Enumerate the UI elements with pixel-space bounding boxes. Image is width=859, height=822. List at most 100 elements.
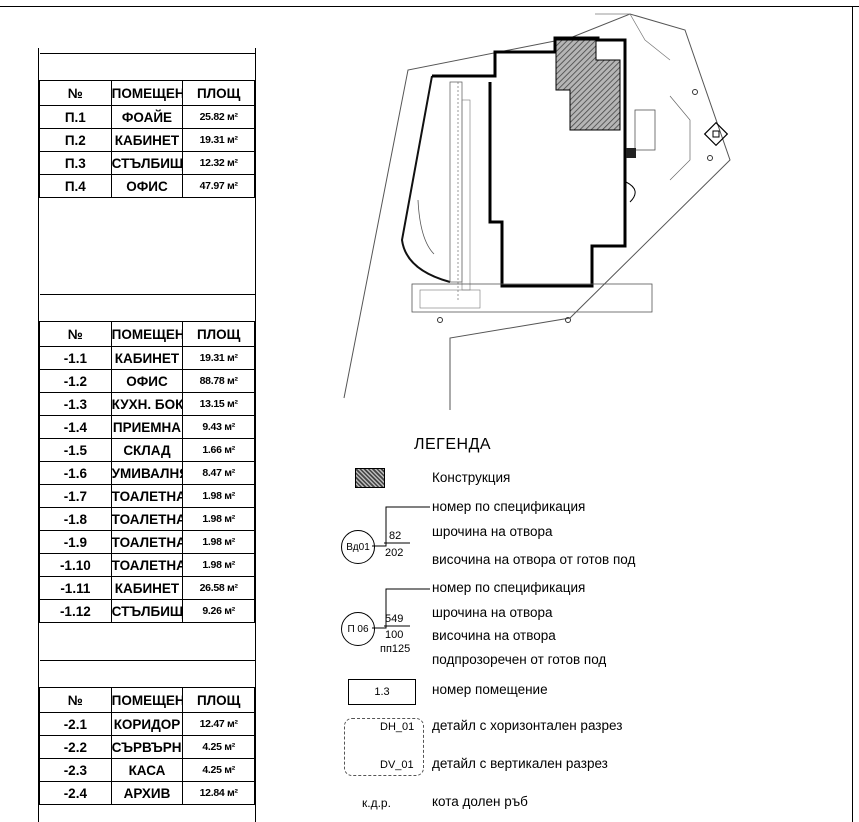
detail-box (344, 718, 424, 776)
room-number-cell: -2.2 (39, 735, 112, 759)
sheet-right-border (852, 6, 853, 822)
table-title-blank (39, 660, 255, 688)
window-height-value: 100 (385, 629, 404, 641)
col-area-header: ПЛОЩ (182, 321, 255, 347)
room-area-cell: 1.98 м² (182, 530, 255, 554)
room-number-cell: -1.4 (39, 415, 112, 439)
table-row: -1.12СТЪЛБИЩЕ9.26 м² (39, 599, 255, 623)
table-column-right-line (255, 48, 256, 822)
room-number-cell: -2.4 (39, 781, 112, 805)
room-area-cell: 8.47 м² (182, 461, 255, 485)
room-area-cell: 1.98 м² (182, 507, 255, 531)
room-area-cell: 9.43 м² (182, 415, 255, 439)
room-area-cell: 12.84 м² (182, 781, 255, 805)
room-number-cell: -2.3 (39, 758, 112, 782)
room-name-cell: УМИВАЛНЯ (110, 461, 184, 485)
window-width-value: 549 (385, 613, 404, 625)
col-area-header: ПЛОЩ (182, 687, 255, 713)
table-row: -2.2СЪРВЪРНО4.25 м² (39, 735, 255, 759)
room-number-cell: П.4 (39, 174, 112, 198)
construction-swatch (355, 468, 385, 488)
room-number-cell: -1.1 (39, 346, 112, 370)
table-column-left-line (38, 48, 39, 822)
window-tag-leader (372, 588, 430, 629)
room-area-cell: 19.31 м² (182, 346, 255, 370)
col-number-header: № (39, 687, 112, 713)
room-area-cell: 12.47 м² (182, 712, 255, 736)
floor-plan-drawing (343, 13, 731, 410)
room-area-cell: 9.26 м² (182, 599, 255, 623)
bottom-edge-label: кота долен ръб (432, 794, 528, 809)
door-spec-label: номер по спецификация (432, 499, 586, 514)
room-number-cell: -1.12 (39, 599, 112, 623)
room-name-cell: ТОАЛЕТНА (110, 530, 184, 554)
table-title-blank (39, 53, 255, 81)
room-number-cell: -2.1 (39, 712, 112, 736)
room-area-cell: 88.78 м² (182, 369, 255, 393)
window-sill-value: пп125 (380, 643, 411, 655)
room-area-cell: 4.25 м² (182, 758, 255, 782)
col-room-header: ПОМЕЩЕНИЕ (110, 687, 184, 713)
room-name-cell: ОФИС (110, 369, 184, 393)
room-number-cell: П.3 (39, 151, 112, 175)
door-width-label: шрочина на отвора (432, 524, 553, 539)
room-number-cell: П.2 (39, 128, 112, 152)
legend-construction-label: Конструкция (432, 470, 511, 485)
col-number-header: № (39, 321, 112, 347)
room-name-cell: КОРИДОР (110, 712, 184, 736)
room-name-cell: КАБИНЕТ (110, 576, 184, 600)
room-name-cell: ОФИС (110, 174, 184, 198)
room-area-cell: 4.25 м² (182, 735, 255, 759)
col-room-header: ПОМЕЩЕНИЕ (110, 321, 184, 347)
door-width-value: 82 (389, 530, 402, 542)
room-name-cell: СТЪЛБИЩЕ (110, 599, 184, 623)
room-name-cell: КУХН. БОКС (110, 392, 184, 416)
detail-v-label: детайл с вертикален разрез (432, 756, 608, 771)
detail-v-tag: DV_01 (380, 759, 414, 771)
col-area-header: ПЛОЩ (182, 80, 255, 106)
door-height-value: 202 (385, 547, 404, 559)
detail-h-tag: DH_01 (380, 721, 415, 733)
room-area-cell: 26.58 м² (182, 576, 255, 600)
window-height-label: височина на отвора (432, 628, 556, 643)
room-name-cell: КАБИНЕТ (110, 128, 184, 152)
sheet-top-border (0, 6, 859, 7)
room-area-cell: 25.82 м² (182, 105, 255, 129)
room-name-cell: ТОАЛЕТНА (110, 507, 184, 531)
room-name-cell: СКЛАД (110, 438, 184, 462)
room-name-cell: ПРИЕМНА (110, 415, 184, 439)
room-name-cell: КАБИНЕТ (110, 346, 184, 370)
room-name-cell: СТЪЛБИЩЕ (110, 151, 184, 175)
window-spec-label: номер по спецификация (432, 580, 586, 595)
room-number-cell: -1.9 (39, 530, 112, 554)
room-number-cell: -1.2 (39, 369, 112, 393)
table-row: П.3СТЪЛБИЩЕ12.32 м² (39, 151, 255, 175)
room-area-cell: 1.98 м² (182, 484, 255, 508)
detail-h-label: детайл с хоризонтален разрез (432, 718, 623, 733)
room-name-cell: ТОАЛЕТНА (110, 484, 184, 508)
room-area-cell: 19.31 м² (182, 128, 255, 152)
legend-title: ЛЕГЕНДА (414, 436, 492, 453)
room-number-cell: П.1 (39, 105, 112, 129)
door-tag-circle: Вд01 (341, 530, 375, 564)
room-name-cell: ФОАЙЕ (110, 105, 184, 129)
room-name-cell: ТОАЛЕТНА (110, 553, 184, 577)
room-number-box: 1.3 (348, 679, 416, 705)
room-number-cell: -1.3 (39, 392, 112, 416)
